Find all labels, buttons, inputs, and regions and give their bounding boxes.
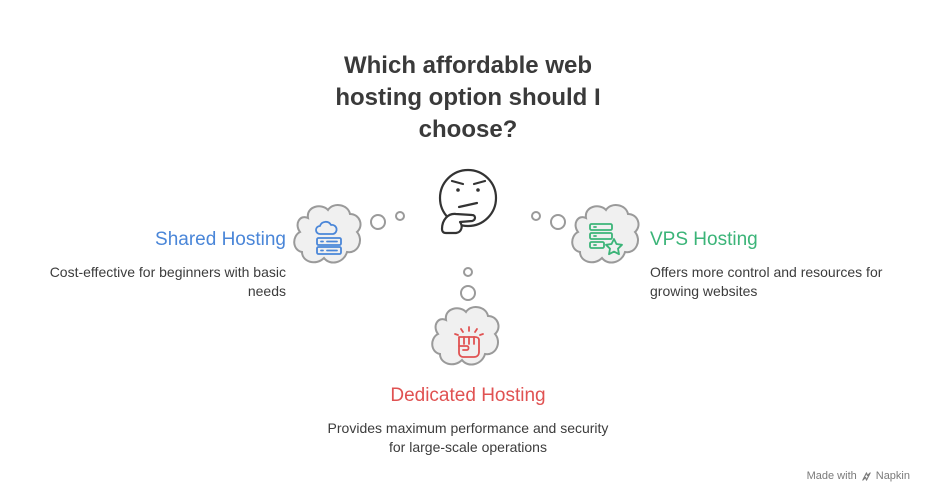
vps-hosting-title: VPS Hosting bbox=[650, 229, 758, 250]
shared-hosting-cloud bbox=[293, 204, 362, 264]
vps-hosting-cloud bbox=[571, 204, 640, 264]
thought-dot-right-small bbox=[531, 211, 541, 221]
vps-hosting-description: Offers more control and resources for gr… bbox=[650, 264, 883, 299]
dedicated-hosting-cloud bbox=[431, 306, 500, 366]
made-with-napkin-footer[interactable]: Made with Napkin bbox=[807, 470, 910, 482]
thought-dot-bottom-small bbox=[463, 267, 473, 277]
thought-dot-right-large bbox=[550, 214, 566, 230]
made-with-label: Made with bbox=[806, 470, 857, 482]
shared-hosting-description: Cost-effective for beginners with basic … bbox=[49, 264, 286, 299]
page-title: Which affordable web hosting option shou… bbox=[335, 52, 601, 143]
shared-hosting-title: Shared Hosting bbox=[155, 229, 286, 250]
dedicated-hosting-title: Dedicated Hosting bbox=[390, 385, 546, 406]
thought-dot-left-large bbox=[370, 214, 386, 230]
thinking-face-icon bbox=[438, 168, 498, 235]
dedicated-hosting-description: Provides maximum performance and securit… bbox=[327, 420, 609, 455]
napkin-logo-icon bbox=[862, 471, 871, 481]
napkin-brand-label: Napkin bbox=[875, 470, 910, 482]
server-star-icon bbox=[589, 223, 623, 256]
raised-fist-icon bbox=[454, 326, 484, 358]
thought-dot-bottom-large bbox=[460, 285, 476, 301]
server-cloud-icon bbox=[315, 220, 342, 255]
thought-dot-left-small bbox=[395, 211, 405, 221]
